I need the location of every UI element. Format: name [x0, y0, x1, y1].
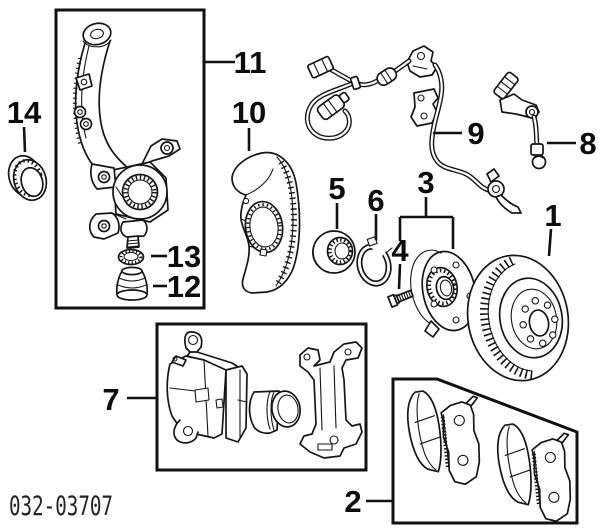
- brake-rotor-drawing: [466, 254, 570, 382]
- abs-harness-drawing: [304, 45, 522, 214]
- callout-1: 1: [544, 198, 561, 233]
- brake-caliper-drawing: [166, 331, 363, 459]
- snap-ring-drawing: [356, 236, 393, 287]
- knuckle-box: [54, 8, 206, 310]
- splash-guard-drawing: [231, 151, 301, 294]
- ball-joint-washer-drawing: [117, 248, 145, 266]
- callout-8: 8: [579, 126, 596, 161]
- callout-11: 11: [234, 45, 267, 80]
- callout-3: 3: [417, 165, 434, 200]
- callout-9: 9: [467, 116, 484, 151]
- steering-knuckle-drawing: [72, 22, 181, 249]
- callout-5: 5: [328, 171, 345, 206]
- callout-14-leader: [22, 126, 27, 153]
- pad-set-box: [391, 377, 579, 525]
- leader-lines: [22, 60, 576, 503]
- dust-boot-drawing: [115, 266, 149, 301]
- wheel-bearing-drawing: [312, 230, 356, 274]
- callout-12: 12: [167, 269, 201, 304]
- callout-3-leader: [398, 197, 455, 249]
- hub-bolt-drawing: [387, 289, 414, 308]
- callout-10: 10: [232, 95, 266, 130]
- callout-13: 13: [167, 239, 201, 274]
- callout-4-leader: [397, 263, 402, 290]
- callout-labels: 1 2 3 4 5 6 7 8 9 10 11 12 13 14: [7, 45, 597, 519]
- abs-sensor-drawing: [493, 71, 547, 170]
- callout-14: 14: [7, 95, 42, 130]
- callout-2: 2: [344, 484, 361, 519]
- diagram-code: 032-03707: [9, 491, 113, 522]
- callout-7: 7: [102, 382, 119, 417]
- callout-4: 4: [391, 233, 409, 268]
- caliper-box: [155, 322, 368, 472]
- callout-1-leader: [547, 228, 553, 257]
- brake-pad-set-drawing: [406, 390, 572, 523]
- oil-seal-drawing: [7, 154, 48, 202]
- callout-6: 6: [367, 183, 384, 218]
